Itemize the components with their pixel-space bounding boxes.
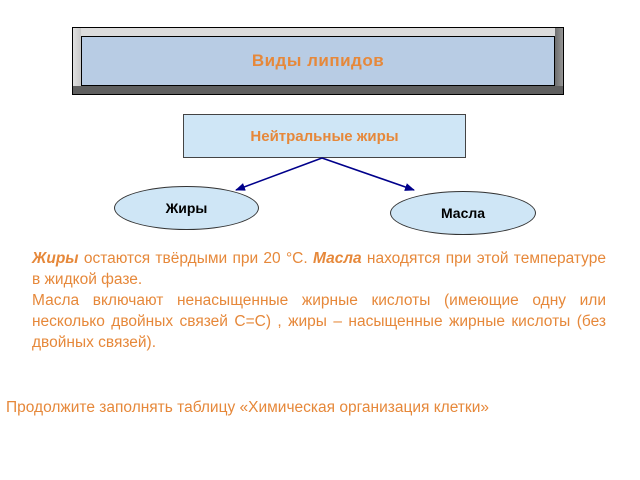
paragraph1-text1: остаются твёрдыми при 20 °С. bbox=[78, 250, 313, 267]
paragraph1-text2: находятся при этой температуре в жидкой … bbox=[32, 250, 607, 288]
neutral-fats-box: Нейтральные жиры bbox=[183, 114, 466, 158]
oils-ellipse: Масла bbox=[390, 191, 536, 235]
title-frame: Виды липидов bbox=[72, 27, 564, 95]
arrow-to-oils bbox=[321, 157, 415, 191]
paragraph-fatty-acids: Масла включают ненасыщенные жирные кисло… bbox=[32, 292, 606, 351]
arrow-to-fats bbox=[235, 157, 323, 191]
term-fats: Жиры bbox=[32, 250, 79, 267]
paragraph-fats-oils: Жиры остаются твёрдыми при 20 °С. Масла … bbox=[32, 248, 606, 290]
diagram-title: Виды липидов bbox=[81, 36, 555, 86]
task-instruction: Продолжите заполнять таблицу «Химическая… bbox=[6, 399, 489, 416]
term-oils: Масла bbox=[312, 250, 362, 267]
fats-ellipse: Жиры bbox=[114, 186, 259, 230]
